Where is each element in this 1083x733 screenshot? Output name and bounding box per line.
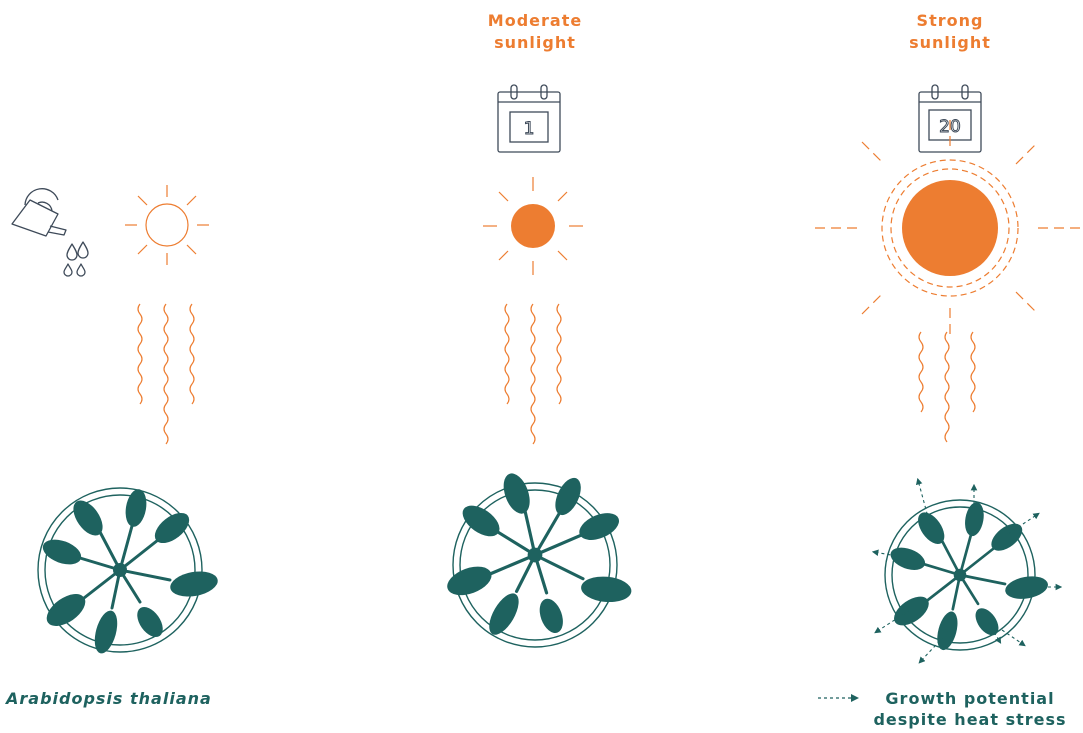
dashed-arrow-icon [818,694,859,702]
heat-wave-icon [137,303,195,445]
strong-sunlight-title: Strong sunlight [909,11,991,52]
sun-filled-icon [483,177,583,275]
potted-plant-icon [37,486,222,658]
heat-wave-icon [504,303,562,445]
heat-wave-icon [918,331,976,443]
large-sun-icon [815,120,1083,336]
species-caption: Arabidopsis thaliana [6,689,212,708]
moderate-sunlight-title: Moderate sunlight [487,11,583,52]
potted-plant-growth-icon [871,477,1063,664]
legend-caption: Growth potential despite heat stress [873,689,1067,729]
calendar-icon: 1 [497,84,561,153]
watering-can-icon [11,188,89,277]
potted-plant-icon [428,447,661,671]
calendar-day-label: 1 [524,119,535,139]
sun-outline-icon [125,185,209,265]
